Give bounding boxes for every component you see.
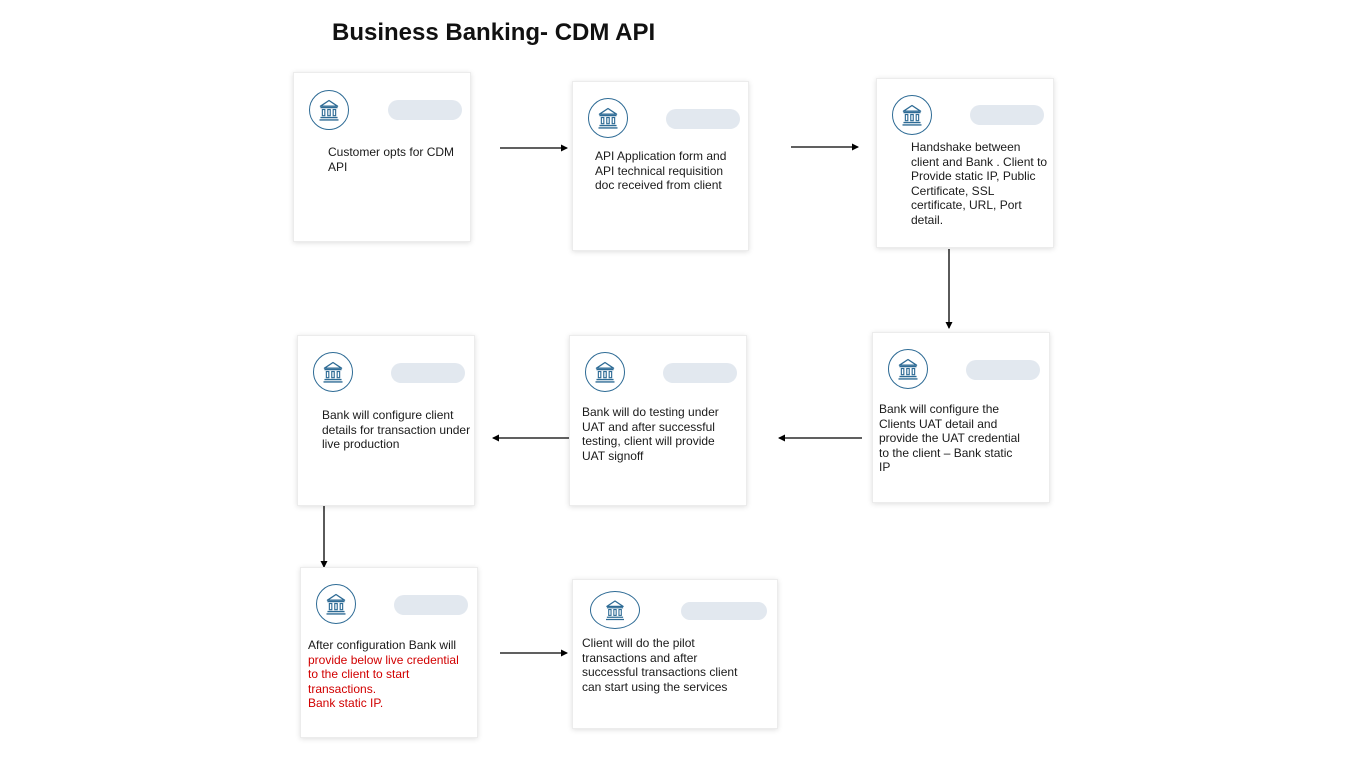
bank-building-icon: [316, 584, 356, 624]
step-text: Bank will configure client details for t…: [322, 408, 471, 451]
step-card-7: After configuration Bank will provide be…: [300, 567, 478, 738]
placeholder-pill: [666, 109, 740, 129]
step-text: Client will do the pilot transactions an…: [582, 636, 738, 694]
bank-building-icon: [888, 349, 928, 389]
step-text: After configuration Bank will provide be…: [308, 638, 472, 711]
bank-building-icon: [313, 352, 353, 392]
step-card-3: Handshake between client and Bank . Clie…: [876, 78, 1054, 248]
step-text: Customer opts for CDM API: [328, 145, 455, 174]
bank-building-icon: [892, 95, 932, 135]
bank-building-icon: [309, 90, 349, 130]
step-text: Bank will do testing under UAT and after…: [582, 405, 719, 463]
step-text: API Application form and API technical r…: [595, 149, 727, 192]
step-card-8: Client will do the pilot transactions an…: [572, 579, 778, 729]
step-card-4: Bank will configure the Clients UAT deta…: [872, 332, 1050, 503]
step-text: Bank will configure the Clients UAT deta…: [879, 402, 1020, 474]
placeholder-pill: [388, 100, 462, 120]
placeholder-pill: [681, 602, 767, 620]
step-text-highlight-credentials: provide below live credential to the cli…: [308, 652, 459, 696]
step-card-1: Customer opts for CDM API: [293, 72, 471, 242]
bank-building-icon: [588, 98, 628, 138]
bank-building-icon: [585, 352, 625, 392]
step-card-5: Bank will do testing under UAT and after…: [569, 335, 747, 506]
step-text-plain: After configuration Bank will: [308, 638, 457, 652]
bank-building-icon: [590, 591, 640, 629]
step-text-highlight-static-ip: Bank static IP.: [308, 696, 384, 710]
step-card-2: API Application form and API technical r…: [572, 81, 749, 251]
step-card-6: Bank will configure client details for t…: [297, 335, 475, 506]
placeholder-pill: [663, 363, 737, 383]
step-text: Handshake between client and Bank . Clie…: [911, 140, 1048, 227]
page-title: Business Banking- CDM API: [332, 19, 656, 46]
placeholder-pill: [394, 595, 468, 615]
placeholder-pill: [966, 360, 1040, 380]
placeholder-pill: [391, 363, 465, 383]
placeholder-pill: [970, 105, 1044, 125]
